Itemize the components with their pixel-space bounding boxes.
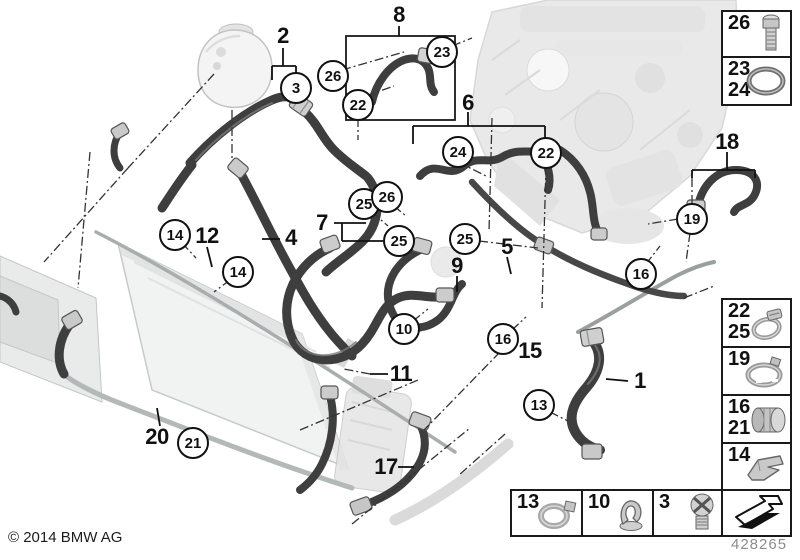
condenser-illustration xyxy=(0,255,103,403)
callout-16[interactable]: 16 xyxy=(625,258,657,290)
callout-1[interactable]: 1 xyxy=(634,368,646,393)
callout-9[interactable]: 9 xyxy=(451,253,463,278)
expansion-tank-illustration xyxy=(197,23,273,109)
screw-plug-icon xyxy=(690,493,714,530)
callout-17[interactable]: 17 xyxy=(374,454,398,479)
legend-box-26[interactable]: 26 xyxy=(721,10,792,58)
callout-25[interactable]: 25 xyxy=(383,225,415,257)
hose-clamp-icon xyxy=(751,308,783,340)
callout-3[interactable]: 3 xyxy=(280,72,312,104)
legend-number: 10 xyxy=(588,491,611,513)
label-brackets xyxy=(156,26,756,468)
callout-14[interactable]: 14 xyxy=(159,219,191,251)
callout-25[interactable]: 25 xyxy=(449,223,481,255)
callout-4[interactable]: 4 xyxy=(285,225,297,250)
legend-box-16-21[interactable]: 16 21 xyxy=(721,394,792,444)
callout-22[interactable]: 22 xyxy=(530,137,562,169)
bolt-icon xyxy=(762,14,780,51)
callout-11[interactable]: 11 xyxy=(389,361,413,386)
legend-number: 19 xyxy=(728,348,751,370)
hose-fittings xyxy=(61,47,706,516)
o-ring-icon xyxy=(746,66,786,96)
legend-number: 14 xyxy=(728,444,751,466)
callout-23[interactable]: 23 xyxy=(426,36,458,68)
legend-box-19[interactable]: 19 xyxy=(721,346,792,396)
callout-15[interactable]: 15 xyxy=(518,338,542,363)
legend-box-arrow[interactable] xyxy=(721,489,792,537)
legend-box-14[interactable]: 14 xyxy=(721,442,792,491)
callout-5[interactable]: 5 xyxy=(501,234,513,259)
callout-20[interactable]: 20 xyxy=(145,424,169,449)
legend-number: 24 xyxy=(728,79,751,101)
callout-8[interactable]: 8 xyxy=(393,2,405,27)
callout-26[interactable]: 26 xyxy=(317,60,349,92)
legend-number: 26 xyxy=(728,12,751,34)
legend-box-22-25[interactable]: 22 25 xyxy=(721,298,792,348)
callout-7[interactable]: 7 xyxy=(316,210,328,235)
legend-number: 13 xyxy=(517,491,540,513)
holder-clip-icon xyxy=(619,500,643,531)
legend-box-13[interactable]: 13 xyxy=(510,489,583,537)
callout-24[interactable]: 24 xyxy=(442,136,474,168)
copyright-notice: © 2014 BMW AG xyxy=(8,529,123,546)
diagram-number: 428265 xyxy=(731,536,788,553)
callout-16[interactable]: 16 xyxy=(487,323,519,355)
callout-6[interactable]: 6 xyxy=(462,90,474,115)
legend-number: 3 xyxy=(659,491,671,513)
callout-2[interactable]: 2 xyxy=(277,23,289,48)
legend-number: 25 xyxy=(728,321,751,343)
spring-band-clamp-icon xyxy=(745,356,783,388)
direction-arrow-icon xyxy=(735,495,783,529)
callout-12[interactable]: 12 xyxy=(195,223,219,248)
legend-box-3[interactable]: 3 xyxy=(652,489,723,537)
callout-21[interactable]: 21 xyxy=(177,427,209,459)
legend-box-10[interactable]: 10 xyxy=(581,489,654,537)
callout-18[interactable]: 18 xyxy=(715,129,739,154)
coupling-sleeve-icon xyxy=(751,407,786,433)
legend-number: 22 xyxy=(728,300,751,322)
clamp-ring-icon xyxy=(538,500,577,529)
legend-box-23-24[interactable]: 23 24 xyxy=(721,56,792,106)
callout-13[interactable]: 13 xyxy=(523,389,555,421)
callout-19[interactable]: 19 xyxy=(676,203,708,235)
callout-26[interactable]: 26 xyxy=(371,181,403,213)
legend-number: 21 xyxy=(728,417,751,439)
callout-14[interactable]: 14 xyxy=(222,256,254,288)
legend-number: 16 xyxy=(728,396,751,418)
callout-22[interactable]: 22 xyxy=(342,89,374,121)
callout-10[interactable]: 10 xyxy=(388,313,420,345)
legend-number: 23 xyxy=(728,58,751,80)
retaining-clip-icon xyxy=(747,454,784,481)
engine-block-illustration xyxy=(430,0,739,278)
